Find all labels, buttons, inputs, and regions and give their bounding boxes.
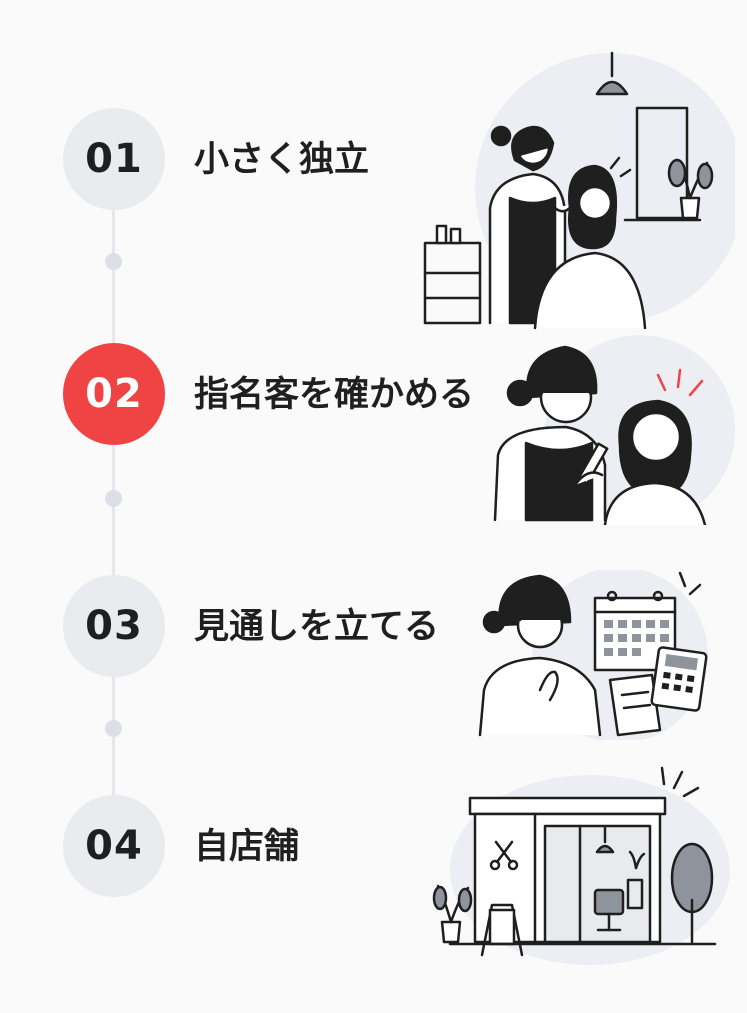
timeline-dot <box>105 253 122 270</box>
planning-calendar-calculator-illustration <box>478 570 708 740</box>
timeline-dot <box>105 720 122 737</box>
step-number-2: 02 <box>63 343 165 445</box>
step-number-1: 01 <box>63 108 165 210</box>
step-number-3: 03 <box>63 575 165 677</box>
stylist-combing-hair-illustration <box>423 51 735 330</box>
step-title-1: 小さく独立 <box>194 140 370 180</box>
step-title-3: 見通しを立てる <box>194 607 440 647</box>
step-number-4: 04 <box>63 795 165 897</box>
step-title-2: 指名客を確かめる <box>194 375 475 415</box>
step-title-4: 自店舗 <box>194 827 300 867</box>
stylist-with-happy-client-illustration <box>493 335 735 525</box>
own-salon-storefront-illustration <box>432 766 730 965</box>
timeline-dot <box>105 490 122 507</box>
